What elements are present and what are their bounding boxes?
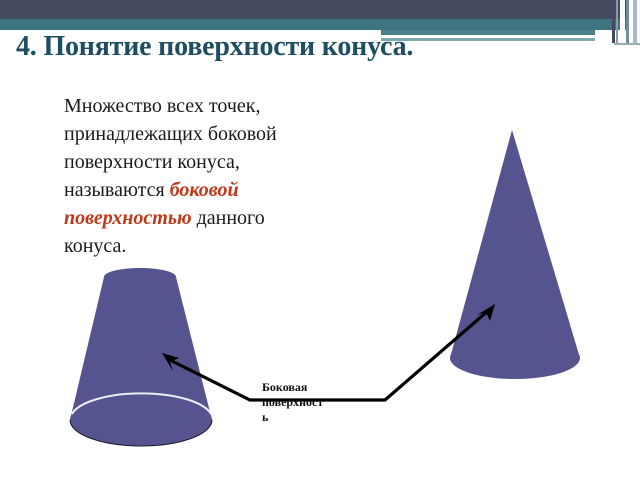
header-white-accent	[381, 35, 595, 38]
annotation-label-line-1: Боковая	[262, 380, 308, 394]
body-paragraph: Множество всех точек, принадлежащих боко…	[64, 92, 288, 260]
header-edge-stripe-6	[633, 0, 637, 54]
annotation-label-line-3: ь	[262, 410, 269, 424]
header-edge-stripe-1	[612, 0, 615, 54]
header-edge-cap-rule	[614, 43, 640, 45]
body-text-emphasis: боковой поверхностью	[64, 179, 239, 229]
header-edge-stripe-5	[630, 0, 632, 54]
header-dark-band	[0, 0, 629, 19]
header-edge-stripe-2	[616, 0, 618, 54]
frustum-base-outline	[69, 419, 213, 447]
annotation-label: Боковая поверхност ь	[262, 380, 342, 425]
header-rule	[381, 38, 595, 41]
annotation-arrowhead-right	[477, 304, 495, 321]
header-edge-stripe-3	[620, 0, 625, 54]
frustum-top-ellipse	[104, 268, 176, 286]
body-text-lead: Множество всех точек, принадлежащих боко…	[64, 95, 277, 201]
header-teal-accent	[381, 30, 595, 35]
header-edge-cap	[612, 43, 640, 54]
frustum-top-edge-highlight	[71, 392, 212, 415]
cone-figure	[450, 130, 580, 379]
header-edge-stripe-4	[626, 0, 629, 54]
body-text-tail: данного конуса.	[64, 207, 265, 257]
cone-body	[450, 130, 580, 358]
header-white-gap	[0, 30, 381, 36]
frustum-figure	[69, 268, 213, 447]
header-teal-band	[0, 19, 629, 30]
annotation-arrowhead-left	[162, 353, 179, 371]
frustum-body	[70, 277, 212, 420]
frustum-base-ellipse	[70, 394, 212, 446]
header-edge-stripe-7	[638, 0, 640, 54]
cone-base-ellipse	[450, 337, 580, 379]
slide-title: 4. Понятие поверхности конуса.	[16, 31, 414, 62]
annotation-label-line-2: поверхност	[262, 395, 324, 409]
